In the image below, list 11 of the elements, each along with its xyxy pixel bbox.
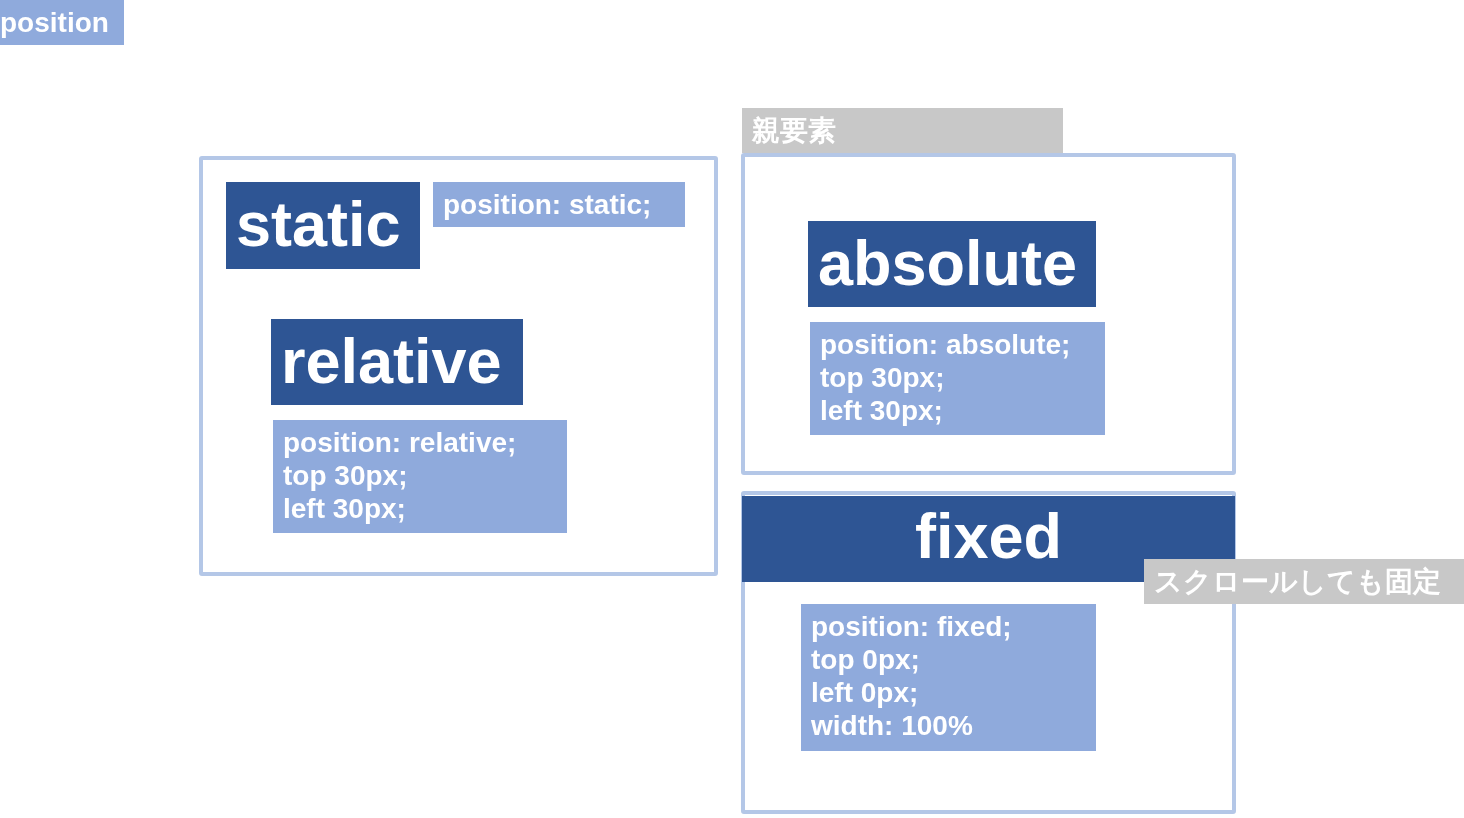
- container-frame: [741, 153, 1236, 475]
- keyword-box: static: [226, 182, 420, 269]
- container-frame: [199, 156, 718, 576]
- code-box: position: fixed; top 0px; left 0px; width: 100%: [801, 604, 1096, 751]
- keyword-box: relative: [271, 319, 523, 405]
- code-box: position: relative; top 30px; left 30px;: [273, 420, 567, 533]
- container-frame: [741, 491, 1236, 814]
- keyword-box: absolute: [808, 221, 1096, 307]
- title: position: [0, 0, 124, 45]
- code-box: position: absolute; top 30px; left 30px;: [810, 322, 1105, 435]
- code-tag: position: static;: [433, 182, 685, 227]
